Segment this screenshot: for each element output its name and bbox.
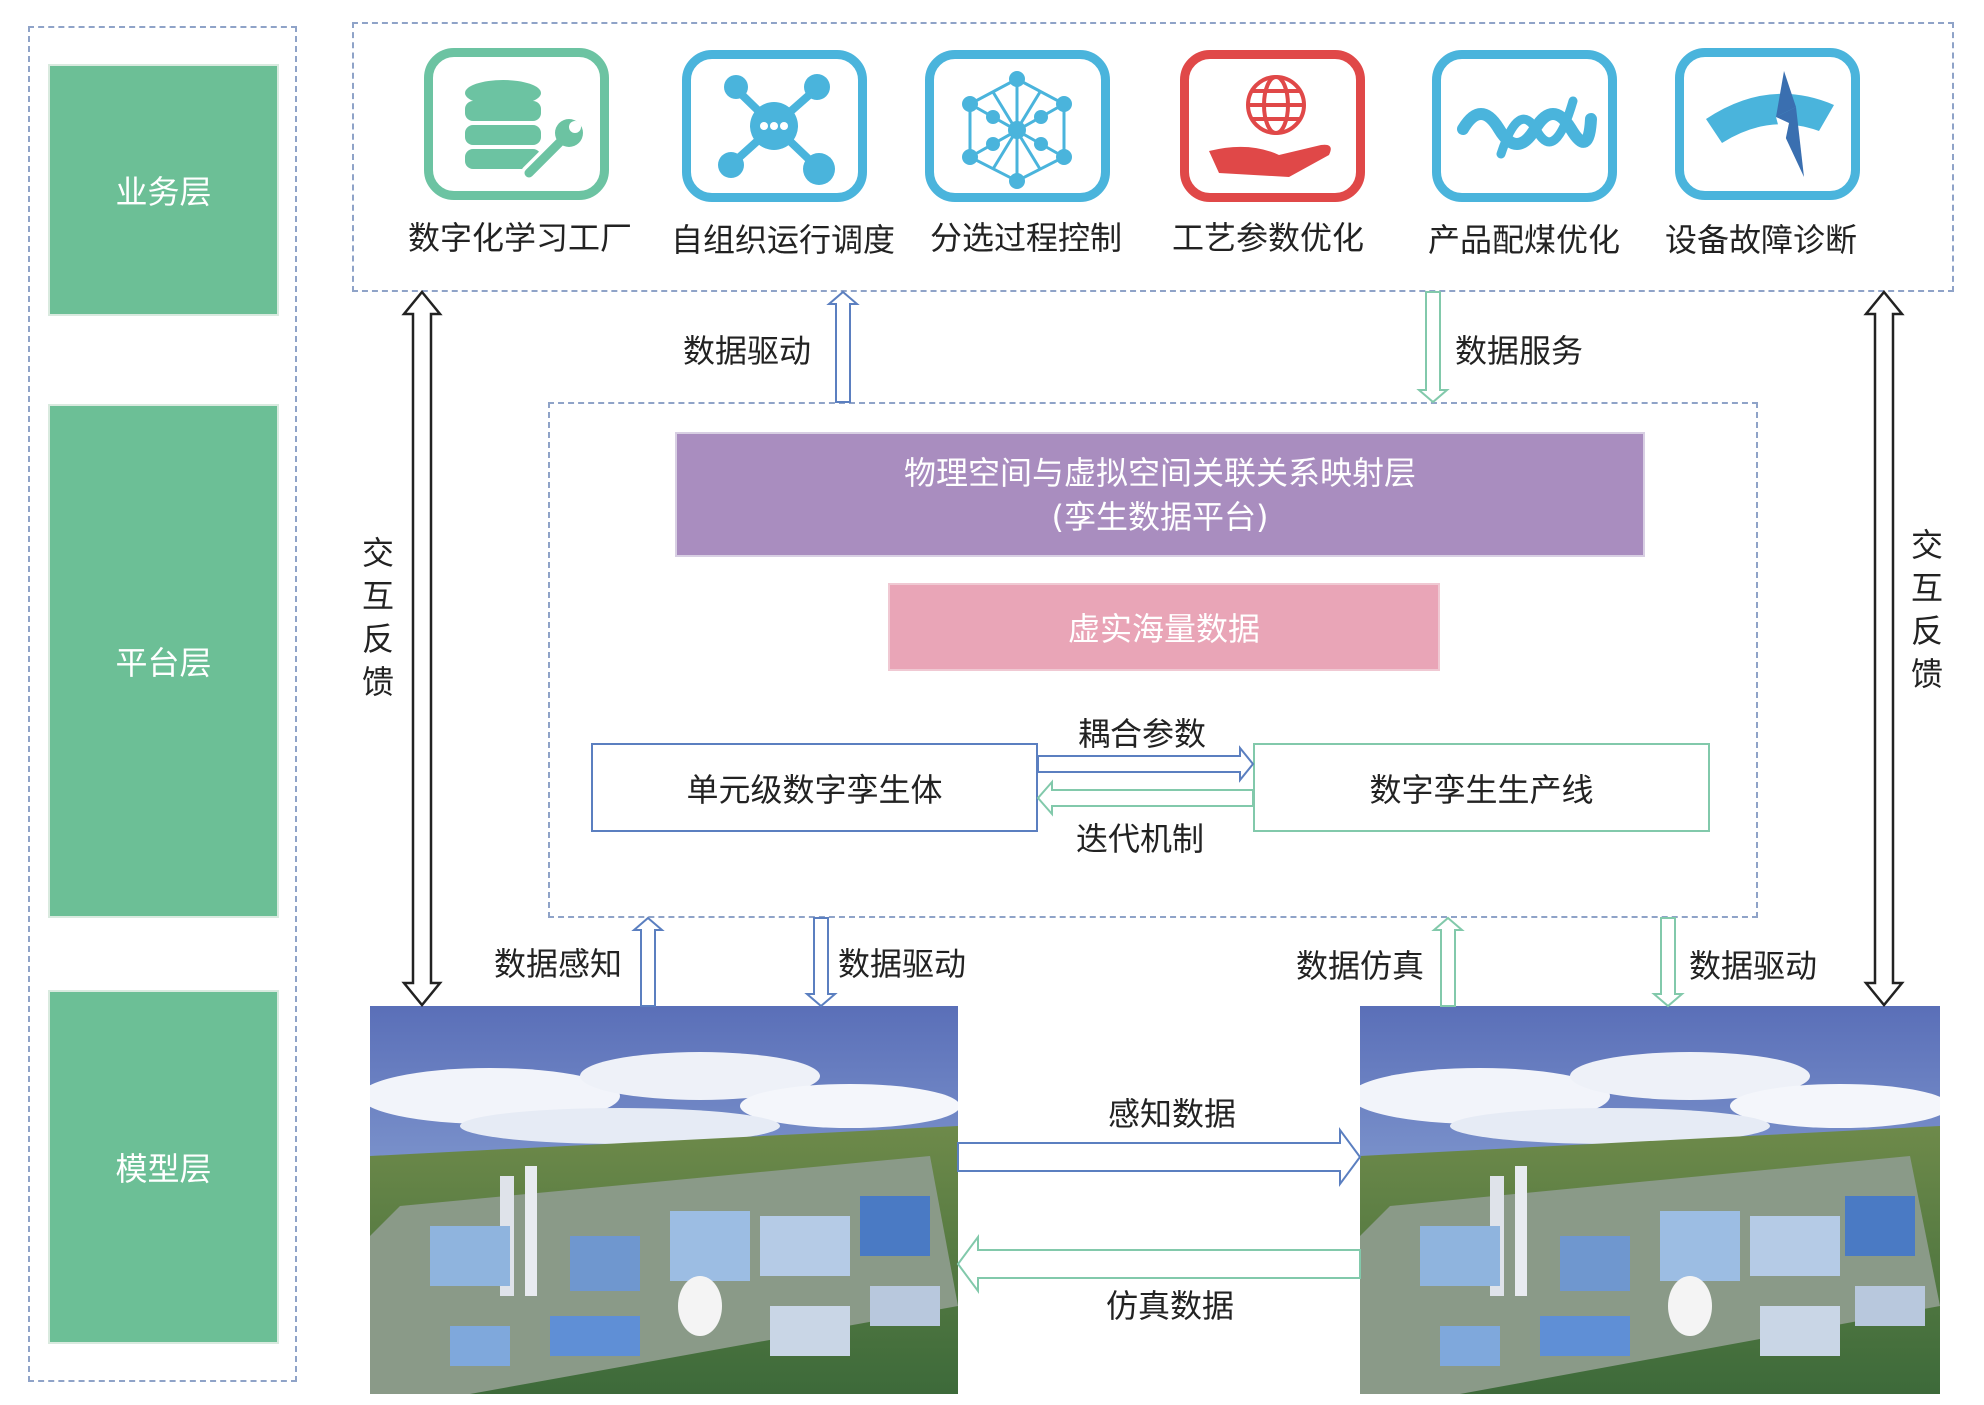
sim-data-arrow	[956, 1233, 1361, 1295]
data-sim-arrow	[1431, 916, 1465, 1007]
sense-data-arrow	[957, 1126, 1362, 1188]
unit-twin-label: 单元级数字孪生体	[686, 770, 943, 809]
right-feedback-char: 互	[1910, 569, 1943, 607]
mapping-layer-subtitle: (孪生数据平台)	[1051, 497, 1269, 536]
layer-business: 业务层	[48, 64, 279, 316]
right-feedback-label: 交 互 反 馈	[1907, 524, 1947, 696]
app-icon-learning-factory	[424, 48, 609, 200]
right-feedback-char: 交	[1910, 526, 1943, 564]
coupling-arrow	[1037, 745, 1255, 783]
left-feedback-char: 馈	[361, 663, 394, 701]
app-icon-scheduling	[682, 50, 867, 202]
layer-model-label: 模型层	[115, 1150, 212, 1188]
data-drive-right-arrow	[1651, 917, 1685, 1008]
layer-platform-label: 平台层	[115, 644, 212, 682]
data-drive-top-label: 数据驱动	[683, 332, 812, 370]
line-twin-label: 数字孪生生产线	[1369, 770, 1594, 809]
app-caption-fault-diagnosis: 设备故障诊断	[1665, 221, 1858, 259]
layer-platform: 平台层	[48, 404, 279, 918]
layer-column-frame	[28, 26, 297, 1382]
app-icon-parameter-optimization	[1180, 50, 1365, 202]
business-layer-frame	[352, 22, 1954, 292]
data-drive-left-arrow	[804, 917, 838, 1008]
app-icon-process-control	[925, 50, 1110, 202]
mapping-layer-title: 物理空间与虚拟空间关联关系映射层	[903, 453, 1416, 492]
data-service-arrow	[1416, 291, 1450, 404]
data-drive-left-label: 数据驱动	[838, 945, 967, 983]
node-grid-icon	[962, 71, 1072, 189]
left-feedback-char: 反	[361, 620, 394, 658]
app-caption-coal-blending: 产品配煤优化	[1428, 221, 1621, 259]
data-sim-label: 数据仿真	[1296, 947, 1425, 985]
data-drive-right-label: 数据驱动	[1689, 947, 1818, 985]
data-drive-top-arrow	[826, 290, 860, 403]
sense-data-label: 感知数据	[1108, 1095, 1237, 1133]
right-feedback-arrow	[1863, 290, 1905, 1007]
left-feedback-char: 互	[361, 577, 394, 615]
line-twin-box: 数字孪生生产线	[1253, 743, 1710, 832]
iteration-arrow	[1036, 779, 1254, 817]
left-feedback-char: 交	[361, 534, 394, 572]
right-feedback-char: 反	[1910, 612, 1943, 650]
mapping-layer-box: 物理空间与虚拟空间关联关系映射层 (孪生数据平台)	[675, 432, 1645, 557]
physical-plant-image	[370, 1006, 958, 1394]
left-feedback-label: 交 互 反 馈	[358, 532, 398, 704]
massive-data-label: 虚实海量数据	[1067, 610, 1260, 648]
app-icon-coal-blending	[1432, 50, 1617, 202]
database-wrench-icon	[465, 80, 583, 181]
data-sense-arrow	[631, 916, 665, 1007]
wave-icon	[1457, 96, 1597, 159]
app-icon-fault-diagnosis	[1675, 48, 1860, 200]
layer-model: 模型层	[48, 990, 279, 1344]
app-caption-learning-factory: 数字化学习工厂	[408, 219, 633, 257]
coupling-label: 耦合参数	[1078, 715, 1207, 753]
unit-twin-box: 单元级数字孪生体	[591, 743, 1038, 832]
data-service-label: 数据服务	[1455, 332, 1584, 370]
gauge-icon	[1706, 71, 1834, 177]
app-caption-process-control: 分选过程控制	[930, 219, 1123, 257]
globe-hand-icon	[1209, 75, 1331, 177]
app-caption-parameter-optimization: 工艺参数优化	[1172, 219, 1365, 257]
massive-data-box: 虚实海量数据	[888, 583, 1440, 671]
right-feedback-char: 馈	[1910, 655, 1943, 693]
network-nodes-icon	[718, 74, 835, 185]
iteration-label: 迭代机制	[1076, 820, 1205, 858]
platform-layer-frame	[548, 402, 1758, 918]
app-caption-scheduling: 自组织运行调度	[671, 221, 896, 259]
data-sense-label: 数据感知	[494, 945, 623, 983]
layer-business-label: 业务层	[115, 173, 212, 211]
sim-data-label: 仿真数据	[1106, 1287, 1235, 1325]
virtual-plant-image	[1360, 1006, 1940, 1394]
left-feedback-arrow	[401, 290, 443, 1007]
